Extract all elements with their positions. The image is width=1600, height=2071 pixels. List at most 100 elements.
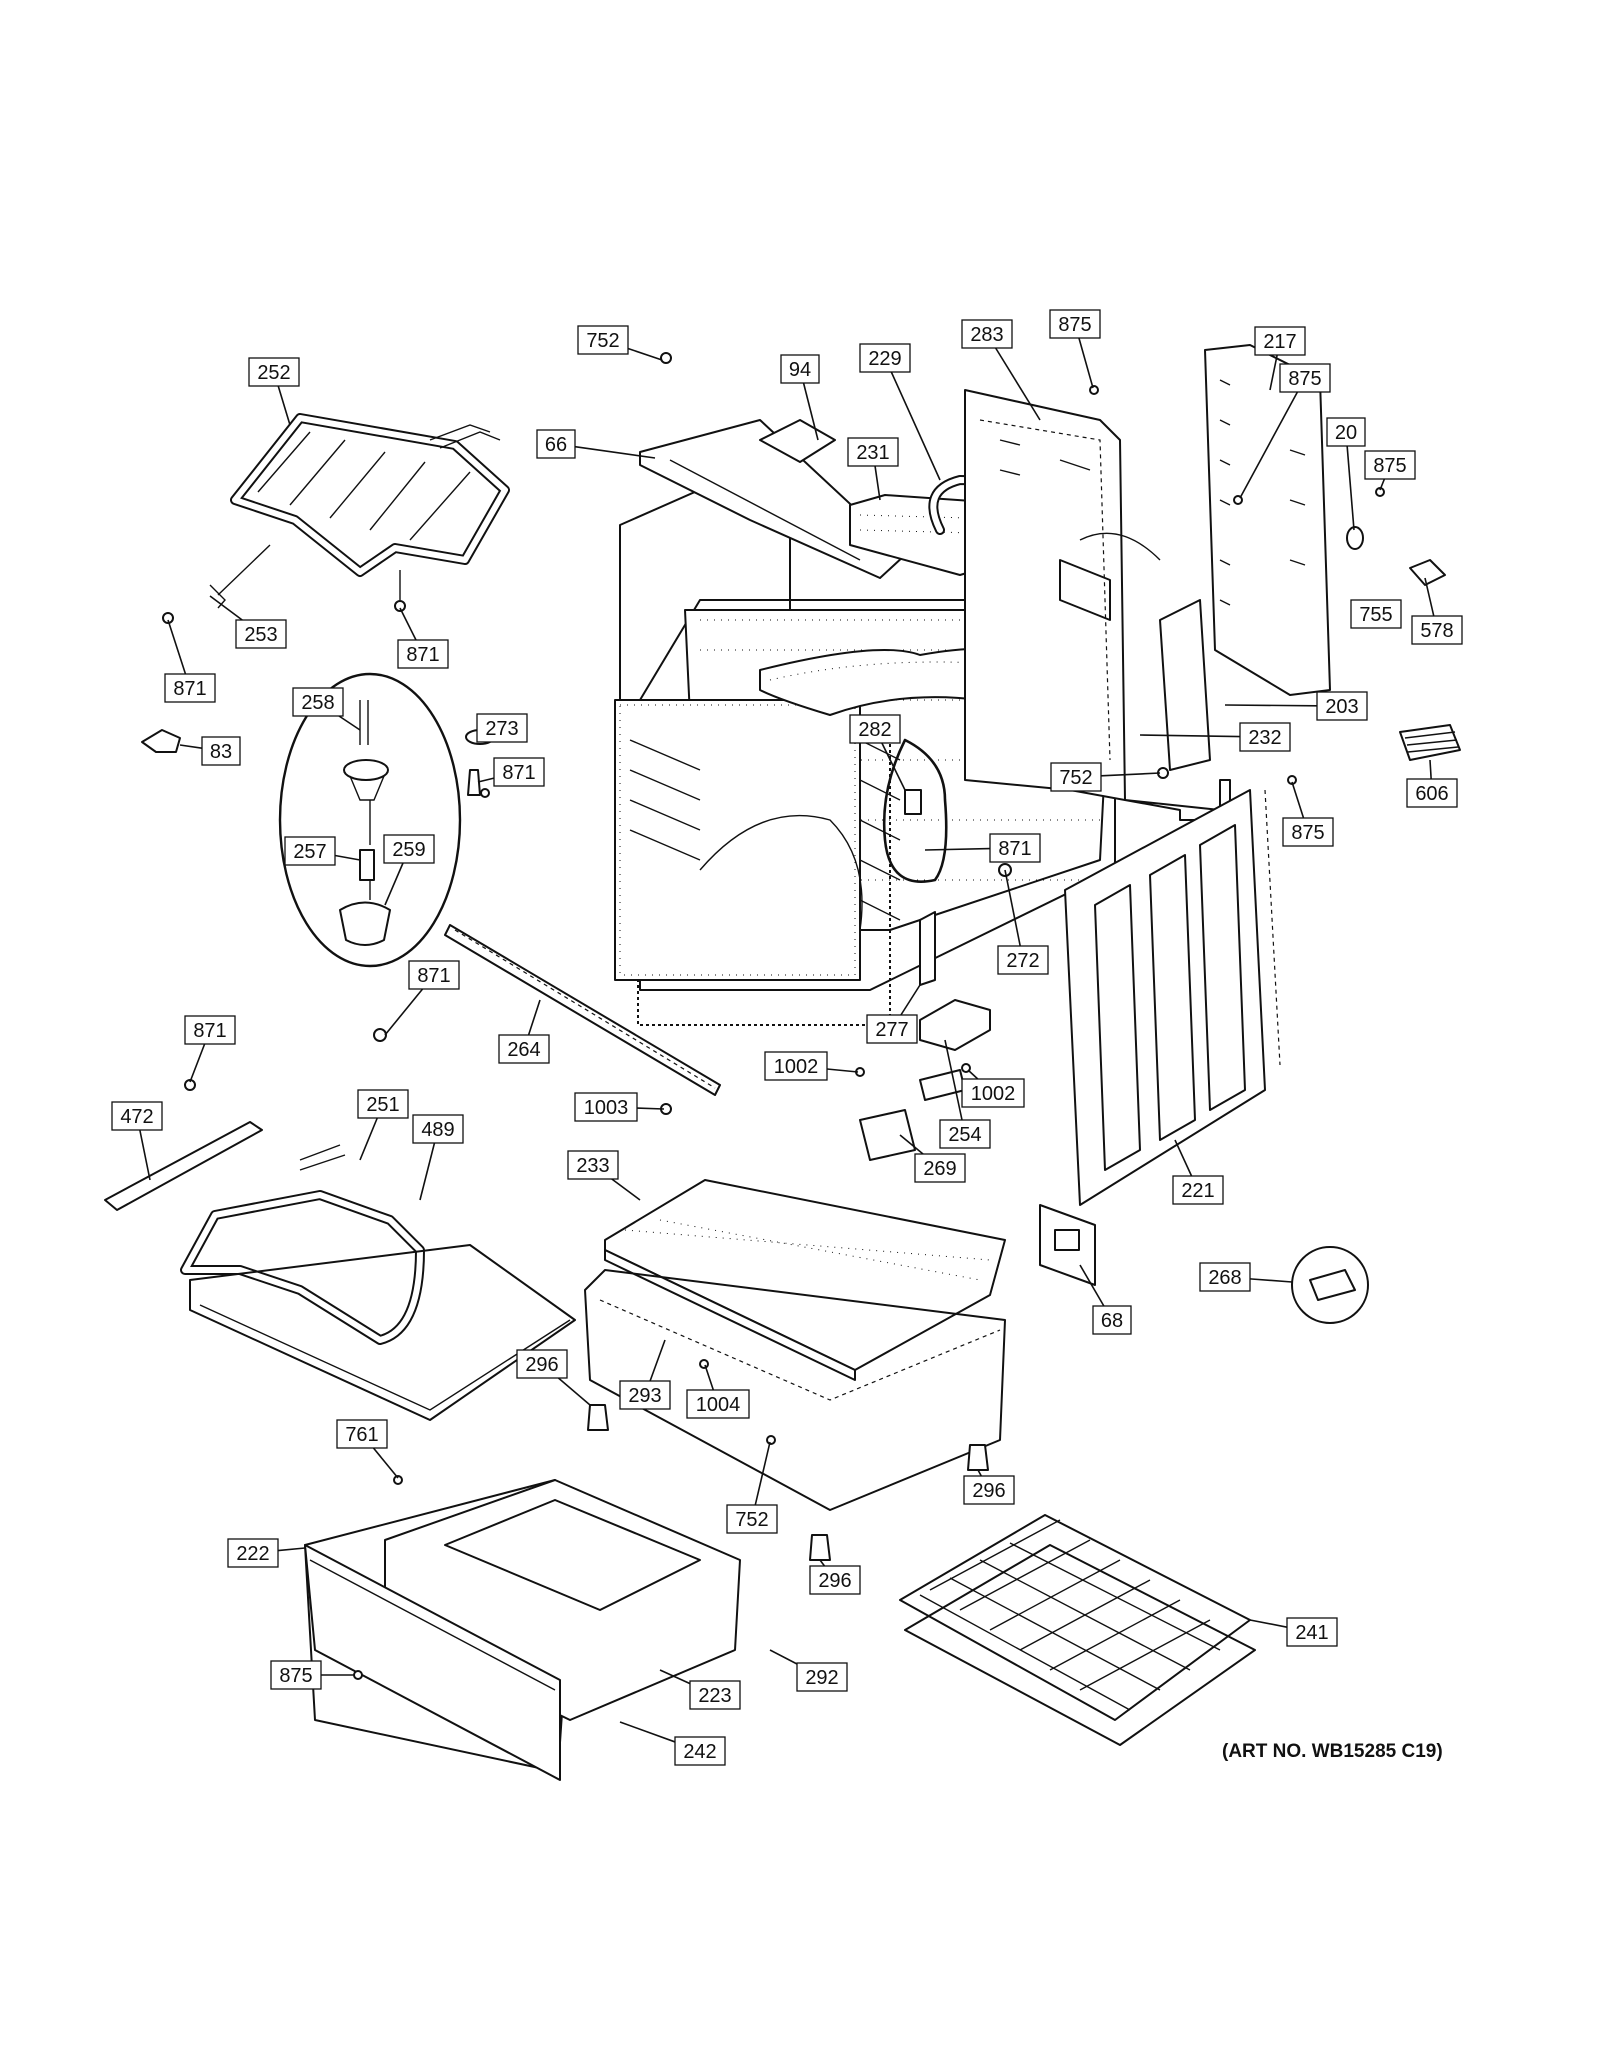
callout-292: 292	[769, 1649, 848, 1692]
callout-box	[939, 1119, 991, 1149]
callout-label: 606	[1415, 783, 1448, 805]
callout-leader	[384, 988, 424, 1036]
callout-box	[619, 1380, 671, 1410]
callout-871: 871	[397, 607, 449, 669]
callout-1003: 1003	[574, 1092, 665, 1122]
part-top-bracket	[639, 419, 906, 579]
callout-box	[1406, 778, 1458, 808]
callout-83: 83	[179, 736, 241, 766]
callout-box	[686, 1389, 750, 1419]
callout-box	[1239, 722, 1291, 752]
callout-box	[248, 357, 300, 387]
callout-233: 233	[567, 1150, 641, 1201]
callout-box	[164, 673, 216, 703]
callout-277: 277	[866, 984, 921, 1044]
callout-label: 253	[244, 624, 277, 646]
callout-leader	[890, 371, 941, 481]
callout-264: 264	[498, 999, 550, 1064]
callout-label: 232	[1248, 727, 1281, 749]
callout-label: 269	[923, 1158, 956, 1180]
callout-272: 272	[997, 869, 1049, 975]
callout-871: 871	[924, 833, 1041, 863]
callout-leader	[167, 619, 187, 675]
callout-leader	[627, 347, 663, 361]
callout-label: 871	[417, 965, 450, 987]
callout-label: 875	[279, 1665, 312, 1687]
callout-242: 242	[619, 1721, 726, 1766]
callout-label: 272	[1006, 950, 1039, 972]
part-broil-element	[162, 413, 510, 624]
callout-leader	[994, 347, 1041, 421]
callout-box	[1254, 326, 1306, 356]
callout-871: 871	[184, 1015, 236, 1083]
callout-leader	[527, 999, 541, 1036]
callout-label: 292	[805, 1667, 838, 1689]
callout-label: 875	[1373, 455, 1406, 477]
callout-label: 273	[485, 718, 518, 740]
callout-871: 871	[477, 757, 545, 787]
callout-leader	[1174, 1139, 1193, 1177]
callout-label: 1002	[971, 1083, 1016, 1105]
callout-box	[567, 1150, 619, 1180]
callout-box	[493, 757, 545, 787]
callout-box	[1411, 615, 1463, 645]
callout-leader	[1249, 1278, 1293, 1283]
part-bracket	[1039, 1204, 1096, 1286]
callout-leader	[611, 1178, 641, 1201]
callout-leader	[189, 1043, 206, 1083]
callout-606: 606	[1406, 759, 1458, 808]
callout-leader	[1079, 1264, 1105, 1307]
callout-label: 254	[948, 1124, 981, 1146]
callout-68: 68	[1079, 1264, 1132, 1335]
callout-box	[476, 713, 528, 743]
callout-box	[849, 714, 901, 744]
callout-box	[397, 639, 449, 669]
part-sensor-assembly	[278, 672, 462, 1042]
callout-leader	[659, 1669, 691, 1685]
callout-box	[866, 1014, 918, 1044]
callout-label: 871	[406, 644, 439, 666]
callout-578: 578	[1411, 577, 1463, 645]
callout-box	[847, 437, 899, 467]
callout-box	[1282, 817, 1334, 847]
art-number: (ART NO. WB15285 C19)	[1222, 1741, 1443, 1762]
callout-leader	[1429, 759, 1432, 780]
callout-label: 283	[970, 324, 1003, 346]
callout-label: 293	[628, 1385, 661, 1407]
callout-875: 875	[1239, 363, 1331, 499]
callout-leader	[924, 847, 991, 851]
part-small-hardware	[1346, 526, 1461, 761]
callout-box	[574, 1092, 638, 1122]
callout-221: 221	[1172, 1139, 1224, 1205]
callout-leader	[419, 1142, 436, 1201]
callout-296: 296	[809, 1559, 861, 1595]
callout-871: 871	[384, 960, 460, 1036]
callout-label: 217	[1263, 331, 1296, 353]
callout-258: 258	[292, 687, 361, 731]
callout-leader	[372, 1447, 399, 1479]
callout-leader	[874, 465, 881, 501]
callout-leader	[1078, 337, 1094, 389]
callout-871: 871	[164, 619, 216, 703]
callout-box	[536, 429, 576, 459]
callout-label: 752	[586, 330, 619, 352]
callout-leader	[899, 1134, 924, 1155]
callout-box	[412, 1114, 464, 1144]
callout-label: 277	[875, 1019, 908, 1041]
callout-241: 241	[1249, 1617, 1338, 1647]
callout-box	[997, 945, 1049, 975]
callout-box	[764, 1051, 828, 1081]
callout-leader	[1424, 577, 1435, 617]
part-oven-racks	[899, 1514, 1256, 1746]
callout-label: 578	[1420, 620, 1453, 642]
part-detail-circle	[1291, 1246, 1369, 1324]
callout-875: 875	[1049, 309, 1101, 389]
callout-box	[577, 325, 629, 355]
callout-222: 222	[227, 1538, 306, 1568]
callout-leader	[1100, 772, 1161, 777]
callout-box	[383, 834, 435, 864]
callout-box	[1172, 1175, 1224, 1205]
callout-20: 20	[1326, 417, 1366, 531]
callout-box	[961, 319, 1013, 349]
